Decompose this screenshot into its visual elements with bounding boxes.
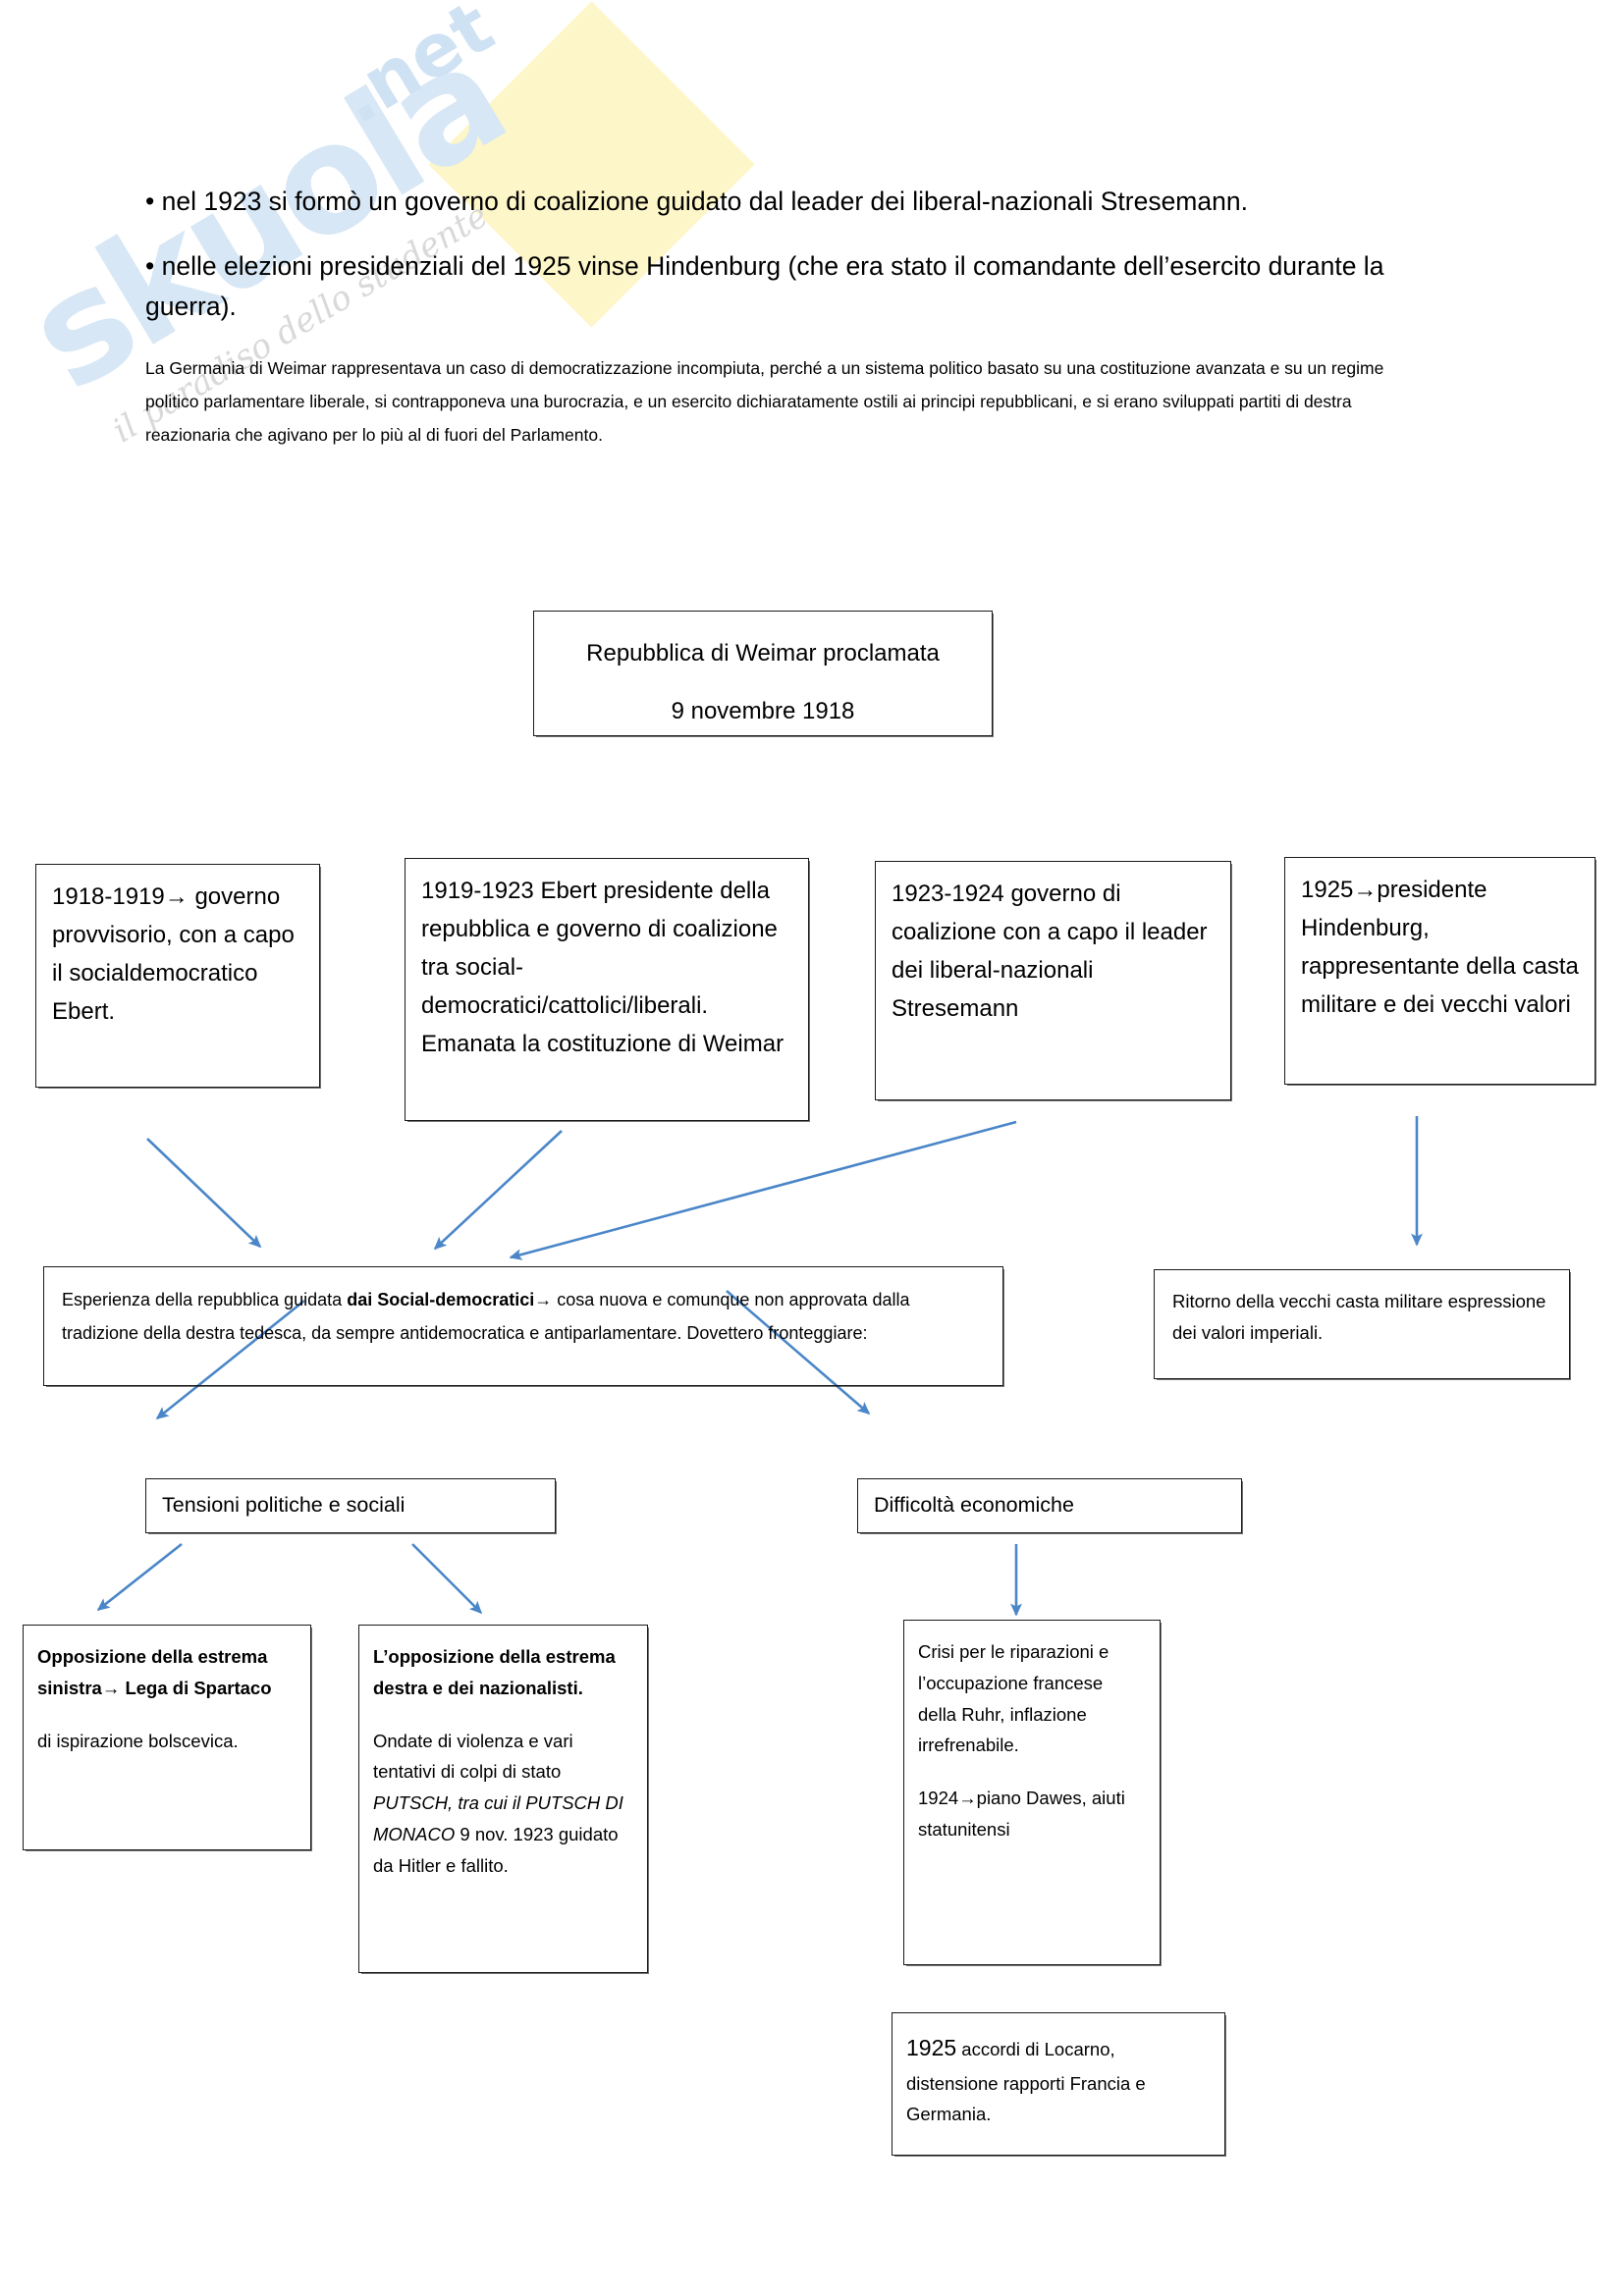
leaf-locarno-rest: accordi di Locarno, distensione rapporti… [906,2039,1146,2125]
leaf-extreme-left-box: Opposizione della estrema sinistra→ Lega… [23,1625,311,1850]
leaf-economic-box: Crisi per le riparazioni e l’occupazione… [903,1620,1161,1965]
branch-left-box: Tensioni politiche e sociali [145,1478,556,1533]
title-box-line2: 9 novembre 1918 [671,697,855,724]
leaf-extreme-right-bold: L’opposizione della estrema destra e dei… [373,1646,616,1698]
timeline-box-1: 1918-1919→ governo provvisorio, con a ca… [35,864,320,1088]
timeline-box-4: 1925→presidente Hindenburg, rappresentan… [1284,857,1596,1085]
leaf-extreme-left-rest: di ispirazione bolscevica. [37,1730,239,1751]
synthesis-right-text: Ritorno della vecchi casta militare espr… [1172,1291,1546,1343]
putsch-text-a: Ondate di violenza e vari tentativi di c… [373,1730,573,1783]
synthesis-left-box: Esperienza della repubblica guidata dai … [43,1266,1003,1386]
intro-text-block: • nel 1923 si formò un governo di coaliz… [145,182,1471,452]
leaf-extreme-left-bold: Opposizione della estrema sinistra→ Lega… [37,1646,272,1698]
putsch-text-italic: PUTSCH, tra cui il PUTSCH DI MONACO [373,1792,623,1845]
synthesis-right-box: Ritorno della vecchi casta militare espr… [1154,1269,1570,1379]
branch-right-box: Difficoltà economiche [857,1478,1242,1533]
timeline-box-1-text: 1918-1919→ governo provvisorio, con a ca… [52,883,295,1025]
branch-right-label: Difficoltà economiche [874,1493,1074,1517]
intro-bullet-2: • nelle elezioni presidenziali del 1925 … [145,251,1384,321]
leaf-locarno-box: 1925 accordi di Locarno, distensione rap… [892,2012,1225,2156]
timeline-box-3-text: 1923-1924 governo di coalizione con a ca… [892,881,1208,1022]
branch-left-label: Tensioni politiche e sociali [162,1493,406,1517]
putsch-text-b: 9 nov. 1923 guidato da Hitler e fallito. [373,1824,619,1876]
leaf-locarno-year: 1925 [906,2035,957,2060]
leaf-economic-p2: 1924→piano Dawes, aiuti statunitensi [918,1788,1125,1841]
timeline-box-2-text: 1919-1923 Ebert presidente della repubbl… [421,878,784,1057]
synthesis-left-text: Esperienza della repubblica guidata dai … [62,1283,985,1350]
leaf-locarno-text: 1925 accordi di Locarno, distensione rap… [906,2029,1211,2130]
intro-paragraph: La Germania di Weimar rappresentava un c… [145,357,1384,446]
leaf-extreme-right-body: Ondate di violenza e vari tentativi di c… [373,1726,633,1882]
timeline-box-3: 1923-1924 governo di coalizione con a ca… [875,861,1231,1100]
timeline-box-2: 1919-1923 Ebert presidente della repubbl… [405,858,809,1121]
title-box-line1: Repubblica di Weimar proclamata [586,640,940,667]
synthesis-left-post: cosa nuova e comunque non approvata dall… [62,1290,910,1344]
synthesis-left-bold: dai Social-democratici→ [347,1290,553,1309]
synthesis-left-pre: Esperienza della repubblica guidata [62,1290,348,1309]
leaf-extreme-right-box: L’opposizione della estrema destra e dei… [358,1625,648,1973]
title-box: Repubblica di Weimar proclamata 9 novemb… [533,611,993,736]
timeline-box-4-text: 1925→presidente Hindenburg, rappresentan… [1301,877,1579,1018]
leaf-economic-p1: Crisi per le riparazioni e l’occupazione… [918,1641,1109,1756]
intro-bullet-1: • nel 1923 si formò un governo di coaliz… [145,187,1248,216]
